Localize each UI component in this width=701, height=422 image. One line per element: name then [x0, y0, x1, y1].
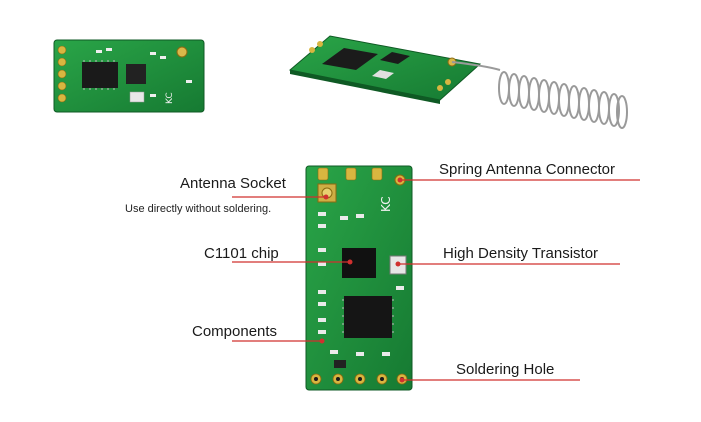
callout-soldering-hole: Soldering Hole — [456, 361, 555, 378]
callout-antenna-socket-note: Use directly without soldering. — [125, 203, 272, 215]
board-marking: KC — [165, 92, 175, 104]
callout-high-density-transistor: High Density Transistor — [443, 245, 599, 262]
rf-chip — [126, 64, 146, 84]
module-photo-top-left: KC — [53, 39, 205, 113]
antenna-socket-icon — [317, 183, 337, 203]
module-board-main: KC — [305, 165, 413, 391]
spring-antenna-icon — [451, 61, 628, 129]
callout-antenna-socket: Antenna Socket — [180, 175, 286, 192]
leader-lines — [232, 179, 640, 381]
left-pin-pads — [57, 45, 67, 103]
soldering-holes — [310, 373, 408, 385]
board-marking: KC — [379, 196, 393, 212]
ic-chip — [322, 48, 378, 70]
rf-chip — [380, 52, 410, 64]
ic-chip — [344, 296, 392, 338]
c1101-chip-icon — [342, 248, 376, 278]
callout-components: Components — [192, 323, 278, 340]
antenna-socket-icon — [176, 46, 188, 58]
callout-spring-antenna-connector: Spring Antenna Connector — [439, 161, 615, 178]
module-photo-top-right — [288, 35, 628, 129]
smd-components — [318, 212, 404, 356]
ic-chip — [82, 62, 118, 88]
callout-c1101-chip: C1101 chip — [204, 245, 279, 262]
